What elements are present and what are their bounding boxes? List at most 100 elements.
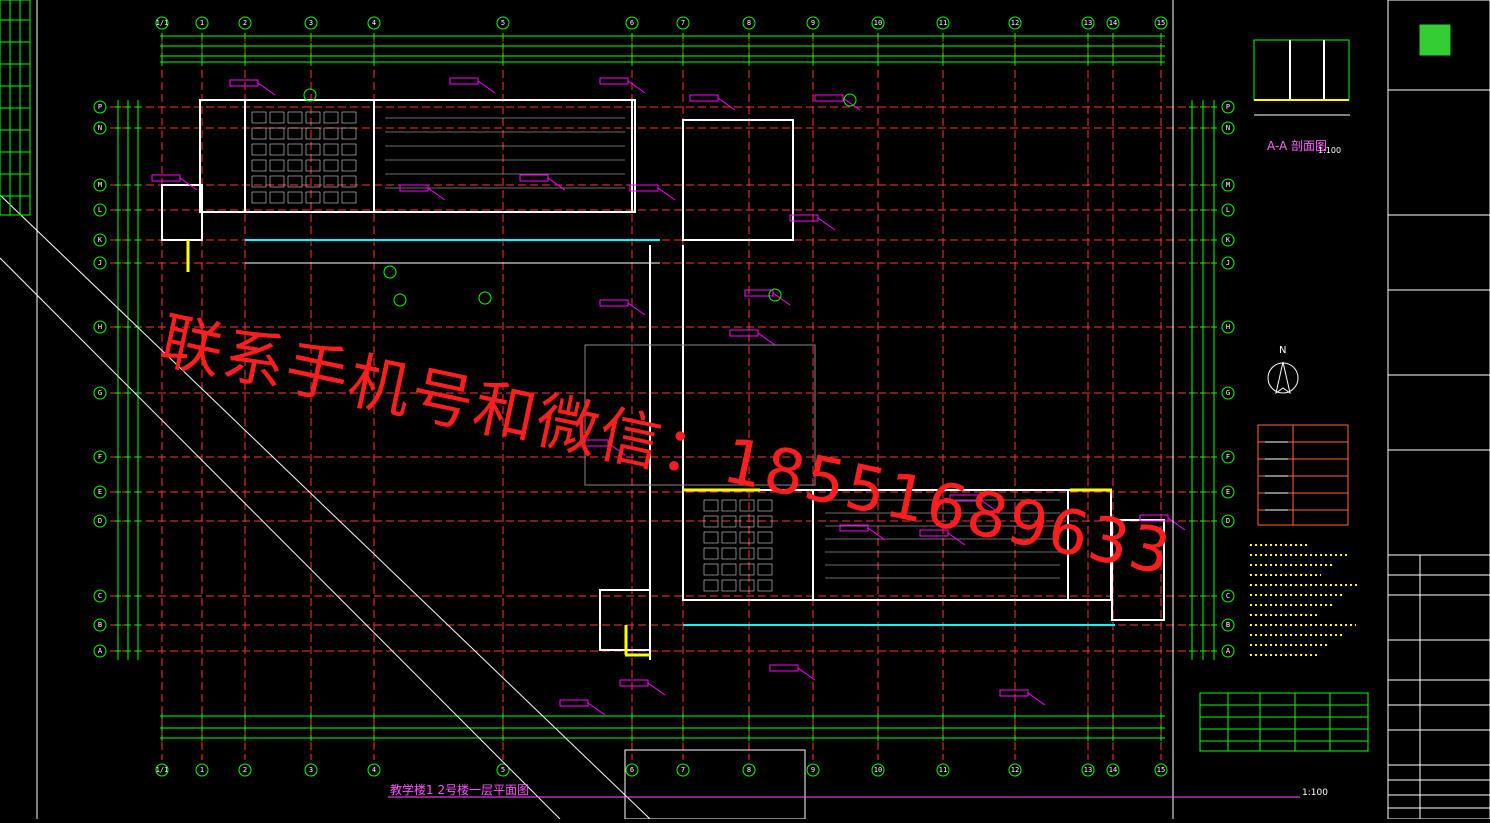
- desk-upper-left-5-4: [323, 191, 339, 204]
- annotation-leader-15: [947, 532, 966, 546]
- title-block-logo: [1419, 24, 1451, 56]
- grid-label-row-3-right: L: [1226, 206, 1230, 214]
- annotation-block-17: [579, 439, 609, 447]
- annotation-leader-16: [757, 332, 776, 346]
- annotation-leader-1: [477, 80, 496, 94]
- annotation-leader-12: [977, 497, 996, 511]
- grid-bubble-row-10-left: [93, 514, 107, 528]
- desk-lower-left-4-3: [757, 563, 773, 576]
- desk-upper-left-3-3: [305, 159, 321, 172]
- annotation-block-9: [789, 214, 819, 222]
- desk-upper-left-5-0: [251, 191, 267, 204]
- grid-bubble-col-15-top: [1154, 16, 1168, 30]
- section-marker-4: [768, 288, 782, 302]
- desk-lower-left-5-0: [703, 579, 719, 592]
- grid-label-col-2-bottom: 2: [243, 766, 247, 774]
- grid-bubble-col-3-top: [304, 16, 318, 30]
- drawing-scale: 1:100: [1302, 788, 1328, 798]
- grid-bubble-col-4-bottom: [367, 763, 381, 777]
- grid-bubble-col-10-top: [871, 16, 885, 30]
- grid-label-col-9-bottom: 9: [811, 766, 815, 774]
- grid-label-row-9-left: E: [98, 488, 102, 496]
- grid-bubble-col-2-top: [238, 16, 252, 30]
- desk-lower-left-5-3: [757, 579, 773, 592]
- grid-label-row-7-right: G: [1226, 389, 1230, 397]
- grid-bubble-row-4-left: [93, 233, 107, 247]
- grid-bubble-row-5-left: [93, 256, 107, 270]
- grid-label-col-9-top: 9: [811, 19, 815, 27]
- desk-upper-left-1-2: [287, 127, 303, 140]
- section-marker-3: [478, 291, 492, 305]
- desk-upper-left-4-2: [287, 175, 303, 188]
- grid-bubble-row-8-right: [1221, 450, 1235, 464]
- desk-upper-left-1-5: [341, 127, 357, 140]
- grid-bubble-col-0-top: [155, 16, 169, 30]
- grid-bubble-col-3-bottom: [304, 763, 318, 777]
- upper-block-outline: [199, 99, 636, 213]
- grid-bubble-row-1-left: [93, 121, 107, 135]
- desk-lower-left-2-1: [721, 531, 737, 544]
- annotation-block-4: [814, 94, 844, 102]
- grid-label-col-0-top: 1/1: [156, 19, 169, 27]
- grid-bubble-col-5-bottom: [496, 763, 510, 777]
- grid-label-row-5-right: J: [1226, 259, 1230, 267]
- grid-bubble-row-11-left: [93, 589, 107, 603]
- grid-bubble-row-2-left: [93, 178, 107, 192]
- grid-label-row-4-left: K: [98, 236, 103, 244]
- grid-label-row-13-left: A: [98, 647, 103, 655]
- grid-label-row-10-left: D: [98, 517, 102, 525]
- grid-bubble-row-12-right: [1221, 618, 1235, 632]
- grid-label-row-6-left: H: [98, 323, 102, 331]
- grid-label-row-12-right: B: [1226, 621, 1230, 629]
- grid-label-row-12-left: B: [98, 621, 102, 629]
- annotation-leader-17: [607, 442, 626, 456]
- annotation-block-6: [519, 174, 549, 182]
- desk-upper-left-5-1: [269, 191, 285, 204]
- grid-bubble-row-7-right: [1221, 386, 1235, 400]
- annotation-block-18: [769, 664, 799, 672]
- grid-label-col-8-bottom: 8: [747, 766, 751, 774]
- desk-upper-left-4-5: [341, 175, 357, 188]
- desk-upper-left-2-1: [269, 143, 285, 156]
- desk-lower-left-0-2: [739, 499, 755, 512]
- lower-right-stair: [1111, 519, 1165, 621]
- grid-label-row-2-right: M: [1226, 181, 1230, 189]
- annotation-leader-20: [587, 702, 606, 716]
- annotation-leader-19: [1027, 692, 1046, 706]
- desk-upper-left-0-2: [287, 111, 303, 124]
- grid-label-col-4-bottom: 4: [372, 766, 376, 774]
- grid-bubble-col-6-bottom: [625, 763, 639, 777]
- grid-bubble-col-11-bottom: [936, 763, 950, 777]
- grid-label-col-0-bottom: 1/1: [156, 766, 169, 774]
- grid-bubble-col-14-top: [1106, 16, 1120, 30]
- annotation-leader-0: [257, 82, 276, 96]
- annotation-leader-21: [647, 682, 666, 696]
- desk-upper-left-2-3: [305, 143, 321, 156]
- grid-bubble-row-10-right: [1221, 514, 1235, 528]
- grid-label-col-11-top: 11: [939, 19, 947, 27]
- grid-bubble-row-1-right: [1221, 121, 1235, 135]
- grid-label-col-10-top: 10: [874, 19, 882, 27]
- desk-lower-left-5-2: [739, 579, 755, 592]
- annotation-leader-18: [797, 667, 816, 681]
- desk-upper-left-2-4: [323, 143, 339, 156]
- grid-bubble-col-4-top: [367, 16, 381, 30]
- desk-upper-left-2-2: [287, 143, 303, 156]
- title-block-frame: [1387, 0, 1490, 820]
- desk-lower-left-5-1: [721, 579, 737, 592]
- desk-upper-left-3-0: [251, 159, 267, 172]
- grid-label-row-5-left: J: [98, 259, 102, 267]
- desk-lower-left-0-0: [703, 499, 719, 512]
- desk-upper-left-1-3: [305, 127, 321, 140]
- desk-lower-left-4-0: [703, 563, 719, 576]
- section-title: A-A 剖面图: [1267, 139, 1328, 153]
- desk-lower-left-2-0: [703, 531, 719, 544]
- grid-bubble-row-7-left: [93, 386, 107, 400]
- grid-label-row-11-left: C: [98, 592, 102, 600]
- grid-bubble-col-15-bottom: [1154, 763, 1168, 777]
- grid-label-col-2-top: 2: [243, 19, 247, 27]
- desk-upper-left-0-5: [341, 111, 357, 124]
- grid-bubble-col-13-top: [1081, 16, 1095, 30]
- desk-upper-left-0-3: [305, 111, 321, 124]
